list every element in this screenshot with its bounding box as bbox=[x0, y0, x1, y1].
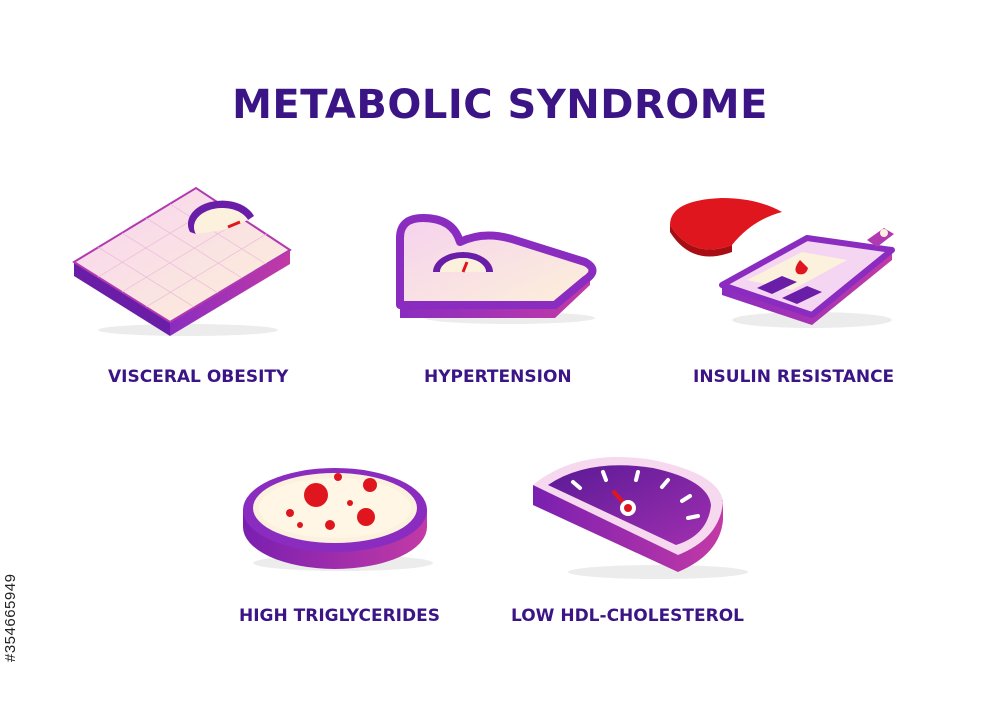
label-insulin-resistance: INSULIN RESISTANCE bbox=[693, 367, 895, 387]
petri-dish-icon bbox=[243, 468, 433, 571]
glucometer-icon bbox=[670, 198, 895, 328]
label-hypertension: HYPERTENSION bbox=[424, 367, 572, 387]
label-high-triglycerides: HIGH TRIGLYCERIDES bbox=[239, 606, 440, 626]
label-low-hdl-cholesterol: LOW HDL-CHOLESTEROL bbox=[511, 606, 745, 626]
label-visceral-obesity: VISCERAL OBESITY bbox=[108, 367, 289, 387]
page-title: METABOLIC SYNDROME bbox=[232, 82, 768, 128]
stock-image-id: #354665949 bbox=[2, 573, 19, 662]
speedometer-icon bbox=[533, 457, 748, 579]
scale-icon bbox=[72, 186, 292, 336]
heart-gauge-icon bbox=[396, 214, 597, 324]
